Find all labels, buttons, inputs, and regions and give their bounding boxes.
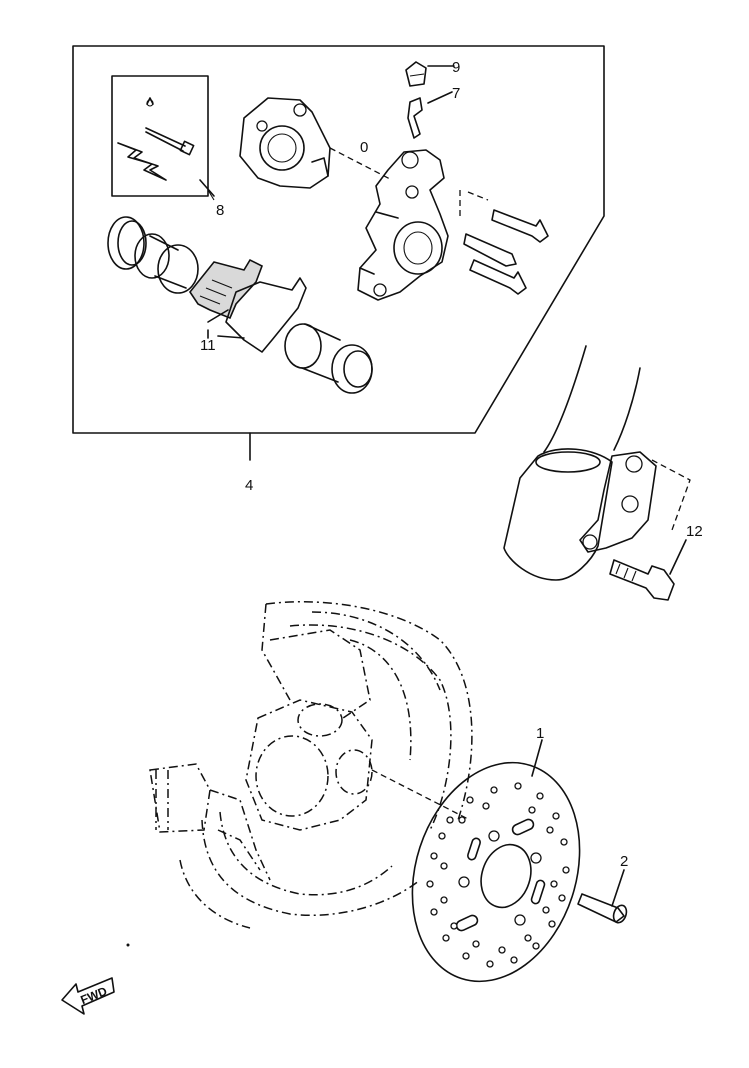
- disc-vent-holes: [426, 782, 570, 968]
- bolt-12: [609, 539, 687, 601]
- front-fork: [503, 345, 691, 581]
- caliper-pistons-right: [284, 323, 373, 394]
- stray-mark: [126, 943, 130, 947]
- callout-9: 9: [452, 59, 460, 76]
- caliper-body: 0: [357, 139, 449, 301]
- svg-text:0: 0: [360, 139, 368, 156]
- callout-4: 4: [245, 477, 253, 494]
- caliper-bolts: [329, 147, 549, 295]
- wheel-phantom: [149, 601, 473, 929]
- callout-1: 1: [536, 725, 544, 742]
- pin-clip-inset: [111, 75, 215, 201]
- brake-pads: [189, 258, 307, 353]
- disc-bolt-2: [577, 869, 628, 924]
- callout-12: 12: [686, 523, 703, 540]
- caliper-pistons-left: [107, 216, 199, 294]
- bleed-screw-and-cap: [405, 61, 455, 139]
- callout-2: 2: [620, 853, 628, 870]
- fwd-label: FWD: [78, 984, 109, 1007]
- caliper-assembly-frame: [72, 45, 605, 461]
- callout-11: 11: [200, 337, 216, 354]
- brake-disc: [411, 739, 581, 983]
- leader-lines: [199, 179, 215, 339]
- callout-7: 7: [452, 85, 460, 102]
- callout-labels: 1 2 4 7 8 9 11 12: [200, 59, 703, 870]
- callout-8: 8: [216, 202, 224, 219]
- caliper-bracket: [239, 97, 331, 189]
- fwd-arrow-icon: FWD: [61, 977, 115, 1015]
